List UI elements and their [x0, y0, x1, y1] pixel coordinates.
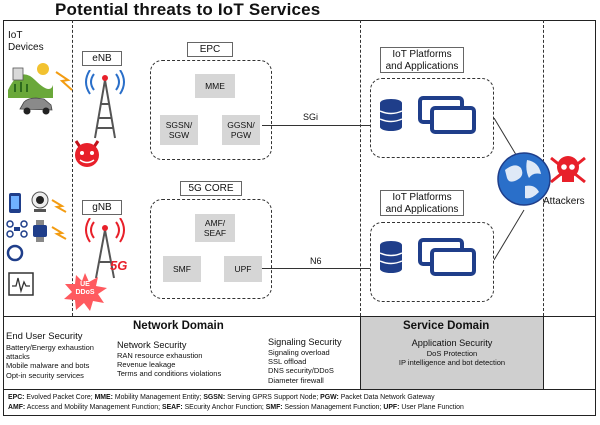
legend-abbr: SMF: — [265, 404, 283, 411]
amf-seaf-node: AMF/ SEAF — [195, 214, 235, 242]
drone-icon — [6, 220, 28, 238]
end-user-item: Mobile malware and bots — [6, 361, 90, 371]
iot-platforms-top-box — [370, 78, 494, 158]
database-icon-2 — [379, 241, 403, 273]
wireless-bolt-icon-3 — [51, 226, 67, 240]
sgsn-sgw-node: SGSN/ SGW — [160, 115, 198, 145]
application-security-item: IP intelligence and bot detection — [398, 358, 506, 368]
application-security-section: Application Security DoS Protection IP i… — [362, 338, 542, 367]
signaling-security-item: DNS security/DDoS — [268, 366, 334, 376]
5g-core-label: 5G CORE — [180, 181, 242, 196]
attackers-divider-bottom — [543, 316, 544, 389]
diagram-frame — [3, 20, 596, 416]
network-domain-heading: Network Domain — [133, 320, 224, 332]
legend-abbr: MME: — [94, 394, 113, 401]
mme-node: MME — [195, 74, 235, 98]
signaling-security-section: Signaling Security Signaling overload SS… — [268, 337, 360, 385]
end-user-security-section: End User Security Battery/Energy exhaust… — [6, 331, 112, 380]
database-icon — [379, 99, 403, 131]
ggsn-pgw-node: GGSN/ PGW — [222, 115, 260, 145]
devil-attacker-icon — [74, 140, 100, 167]
legend-text: Evolved Packet Core; — [24, 394, 95, 401]
attackers-label: Attackers — [543, 196, 585, 207]
legend-line-2: AMF: Access and Mobility Management Func… — [8, 403, 594, 413]
ddos-burst-icon — [64, 273, 107, 311]
legend-line-1: EPC: Evolved Packet Core; MME: Mobility … — [8, 393, 594, 403]
signal-tower-icon — [85, 70, 125, 139]
server-window-icon-2 — [418, 238, 476, 276]
server-window-icon — [418, 96, 476, 134]
ue-ddos-label: UE DDoS — [75, 281, 95, 296]
n6-link — [262, 268, 370, 269]
iot-platforms-bottom-label: IoT Platforms and Applications — [380, 190, 464, 216]
legend-text: Mobility Management Entity; — [112, 394, 204, 401]
network-security-item: Terms and conditions violations — [117, 369, 222, 379]
5g-core-box — [150, 199, 272, 299]
legend-abbr: UPF: — [383, 404, 400, 411]
sgi-link — [262, 125, 370, 126]
wireless-bolt-icon-2 — [51, 199, 67, 213]
legend-text: Serving GPRS Support Node; — [225, 394, 321, 401]
farm-icon — [8, 63, 53, 98]
n6-label: N6 — [310, 256, 322, 266]
enb-label: eNB — [82, 51, 122, 66]
wireless-bolt-icon — [55, 71, 73, 91]
legend-text: Access and Mobility Management Function; — [25, 404, 162, 411]
skull-icon — [550, 156, 586, 184]
divider-ran — [72, 20, 73, 316]
service-domain-panel — [360, 317, 543, 389]
sgi-label: SGi — [303, 112, 319, 122]
iot-devices-label: IoT Devices — [8, 30, 44, 53]
service-divider — [360, 316, 361, 389]
car-icon — [19, 97, 53, 115]
fitness-band-icon — [6, 244, 24, 262]
service-domain-heading: Service Domain — [403, 320, 490, 332]
phone-icon — [9, 193, 21, 213]
end-user-item: Battery/Energy exhaustion — [6, 343, 94, 352]
legend-abbr: SEAF: — [161, 404, 183, 411]
application-security-heading: Application Security — [411, 338, 493, 348]
network-security-item: Revenue leakage — [117, 360, 176, 370]
legend-text: User Plane Function — [399, 404, 464, 411]
signaling-security-item: Diameter firewall — [268, 375, 324, 385]
legend-top-rule — [3, 389, 596, 390]
upf-node: UPF — [224, 256, 262, 282]
legend-text: Packet Data Network Gateway — [338, 394, 435, 401]
signaling-security-heading: Signaling Security — [268, 337, 342, 347]
smartwatch-icon — [33, 220, 47, 242]
signaling-security-item: SSL offload — [268, 357, 307, 367]
5g-tower-icon — [85, 218, 125, 279]
legend-text: SEcurity Anchor Function; — [182, 404, 266, 411]
iot-platforms-bottom-box — [370, 222, 494, 302]
epc-label: EPC — [187, 42, 233, 57]
application-security-item: DoS Protection — [426, 349, 478, 358]
network-security-section: Network Security RAN resource exhaustion… — [117, 340, 257, 379]
sensor-chart-icon — [8, 272, 34, 296]
gnb-label: gNB — [82, 200, 122, 215]
divider-service — [360, 20, 361, 316]
webcam-icon — [31, 191, 49, 212]
end-user-item: attacks — [6, 352, 30, 362]
signaling-security-item: Signaling overload — [268, 348, 330, 357]
network-security-heading: Network Security — [117, 340, 187, 350]
legend-abbr: AMF: — [8, 404, 26, 411]
network-security-item: RAN resource exhaustion — [117, 351, 203, 360]
legend-abbr: SGSN: — [203, 394, 226, 401]
end-user-security-heading: End User Security — [6, 331, 83, 342]
page-title: Potential threats to IoT Services — [55, 0, 321, 19]
legend-text: Session Management Function; — [282, 404, 384, 411]
smf-node: SMF — [163, 256, 201, 282]
end-user-item: Opt-in security services — [6, 370, 84, 380]
domain-top-rule — [3, 316, 596, 317]
legend-abbr: EPC: — [8, 394, 25, 401]
iot-platforms-top-label: IoT Platforms and Applications — [380, 47, 464, 73]
epc-box — [150, 60, 272, 160]
5g-badge: 5G — [110, 258, 128, 273]
globe-icon — [497, 152, 551, 206]
legend: EPC: Evolved Packet Core; MME: Mobility … — [8, 393, 594, 413]
legend-abbr: PGW: — [320, 394, 339, 401]
